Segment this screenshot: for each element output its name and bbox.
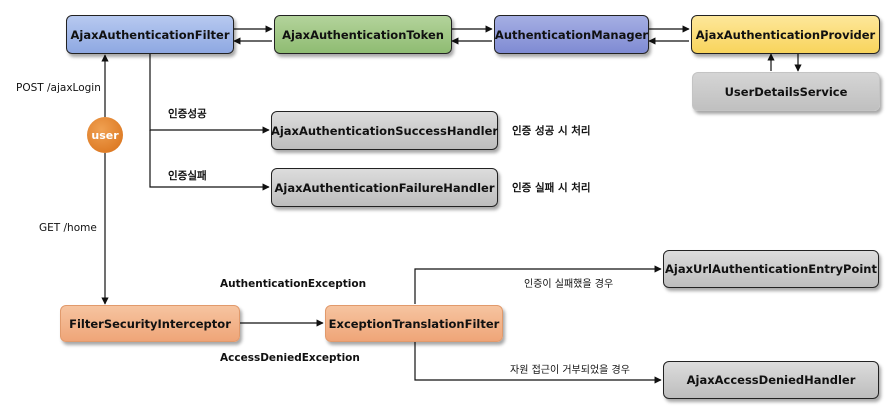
ajax-authentication-provider-label: AjaxAuthenticationProvider — [695, 27, 876, 42]
access-denied-handler-label: AjaxAccessDeniedHandler — [686, 373, 856, 387]
ajax-authentication-token-label: AjaxAuthenticationToken — [282, 27, 444, 42]
ajax-authentication-provider-box: AjaxAuthenticationProvider — [691, 15, 880, 54]
access-denied-handler-box: AjaxAccessDeniedHandler — [663, 361, 879, 399]
access-denied-case-label: 자원 접근이 거부되었을 경우 — [510, 365, 630, 376]
get-home-label: GET /home — [39, 222, 97, 234]
ajax-authentication-filter-label: AjaxAuthenticationFilter — [70, 27, 230, 42]
failure-note-label: 인증 실패 시 처리 — [512, 182, 591, 194]
ajax-authentication-filter-box: AjaxAuthenticationFilter — [66, 15, 234, 54]
arrow-translation-to-entry-point — [414, 265, 662, 304]
auth-failure-label: 인증실패 — [168, 170, 207, 182]
exception-translation-filter-box: ExceptionTranslationFilter — [325, 305, 503, 342]
arrow-translation-to-denied-handler — [414, 342, 662, 384]
failure-handler-label: AjaxAuthenticationFailureHandler — [274, 180, 495, 195]
auth-success-label: 인증성공 — [168, 108, 207, 120]
user-details-service-box: UserDetailsService — [692, 72, 880, 111]
exception-translation-filter-label: ExceptionTranslationFilter — [328, 316, 500, 331]
authentication-exception-label: AuthenticationException — [220, 278, 367, 290]
authentication-manager-label: AuthenticationManager — [494, 27, 649, 42]
access-denied-exception-label: AccessDeniedException — [220, 352, 360, 364]
authentication-manager-box: AuthenticationManager — [494, 15, 649, 54]
success-note-label: 인증 성공 시 처리 — [512, 125, 591, 137]
user-label: user — [91, 128, 119, 142]
failure-handler-box: AjaxAuthenticationFailureHandler — [271, 168, 498, 207]
success-handler-label: AjaxAuthenticationSuccessHandler — [270, 123, 499, 138]
user-details-service-label: UserDetailsService — [724, 84, 848, 99]
post-login-label: POST /ajaxLogin — [16, 82, 101, 94]
success-handler-box: AjaxAuthenticationSuccessHandler — [271, 111, 498, 150]
filter-security-interceptor-label: FilterSecurityInterceptor — [69, 316, 231, 331]
ajax-authentication-token-box: AjaxAuthenticationToken — [274, 15, 452, 54]
entry-point-box: AjaxUrlAuthenticationEntryPoint — [663, 250, 879, 288]
user-node: user — [87, 117, 123, 153]
filter-security-interceptor-box: FilterSecurityInterceptor — [60, 305, 240, 342]
entry-point-label: AjaxUrlAuthenticationEntryPoint — [665, 262, 877, 276]
arrow-filter-to-failure — [149, 130, 270, 191]
auth-failed-case-label: 인증이 실패했을 경우 — [524, 279, 614, 290]
